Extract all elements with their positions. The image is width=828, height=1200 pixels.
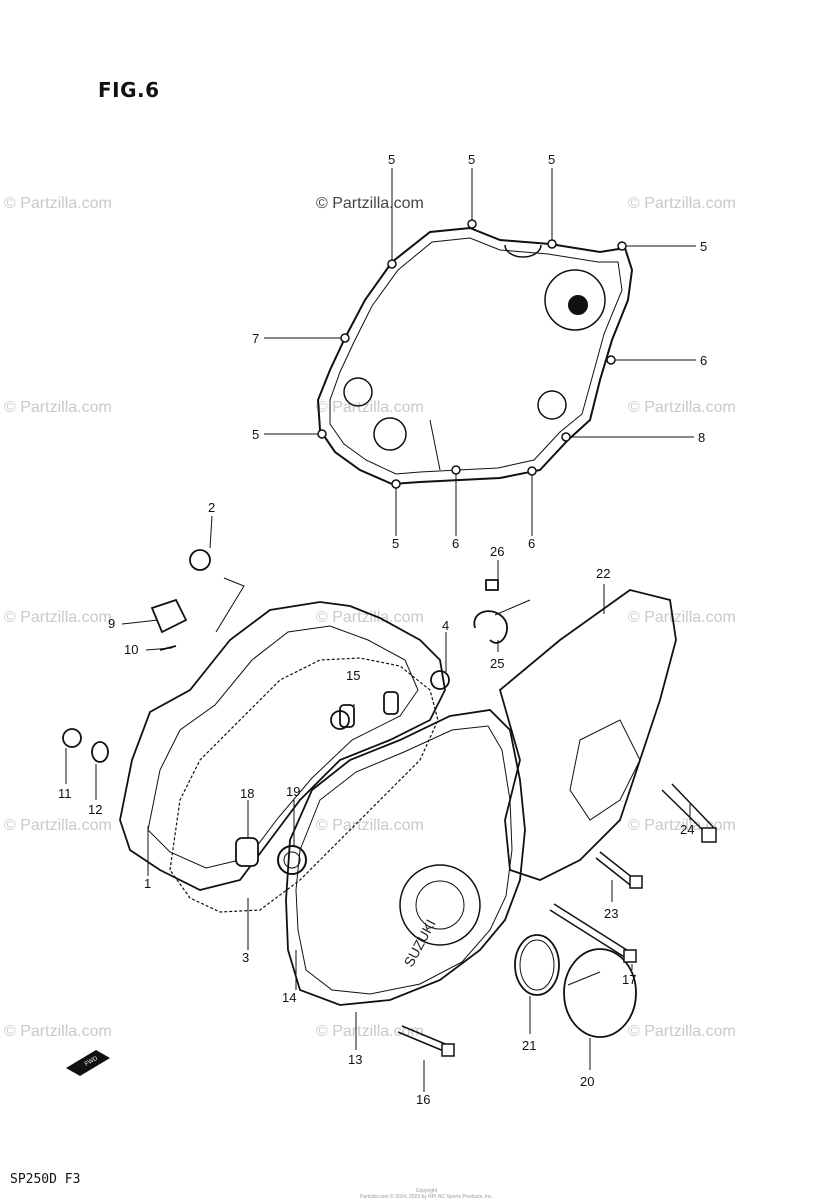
watermark: © Partzilla.com	[4, 195, 112, 212]
callout-6: 6	[700, 353, 707, 368]
callout-12: 12	[88, 802, 102, 817]
callout-5: 5	[700, 239, 707, 254]
callout-1: 1	[144, 876, 151, 891]
callout-5: 5	[388, 152, 395, 167]
callout-13: 13	[348, 1052, 362, 1067]
callout-2: 2	[208, 500, 215, 515]
callout-18: 18	[240, 786, 254, 801]
callout-labels: 5 5 5 5 5 5 6 6 6 7 8 2 9 10 11 12 1 3 1…	[58, 152, 707, 1107]
callout-24: 24	[680, 822, 694, 837]
watermark: © Partzilla.com	[4, 399, 112, 416]
watermark: © Partzilla.com	[628, 399, 736, 416]
callout-4: 4	[442, 618, 449, 633]
cover-brand-text: SUZUKI	[401, 917, 439, 970]
copyright-line: Copyright	[415, 1188, 438, 1194]
upper-leader-lines	[264, 168, 696, 536]
copyright-line: Partzilla.com © 2024, 2023 by RPI NC Spo…	[360, 1194, 493, 1200]
callout-10: 10	[124, 642, 138, 657]
watermark: © Partzilla.com	[316, 399, 424, 416]
lower-leader-lines	[65, 515, 691, 1092]
callout-11: 11	[58, 786, 72, 801]
callout-25: 25	[490, 656, 504, 671]
callout-3: 3	[242, 950, 249, 965]
watermark: © Partzilla.com	[4, 817, 112, 834]
copyright-notice: Copyright Partzilla.com © 2024, 2023 by …	[360, 1188, 493, 1200]
callout-6: 6	[452, 536, 459, 551]
callout-21: 21	[522, 1038, 536, 1053]
watermark: © Partzilla.com	[628, 1023, 736, 1040]
callout-17: 17	[622, 972, 636, 987]
watermark: © Partzilla.com	[316, 195, 424, 212]
callout-16: 16	[416, 1092, 430, 1107]
figure-title: FIG.6	[98, 78, 160, 102]
watermark: © Partzilla.com	[628, 195, 736, 212]
callout-5: 5	[252, 427, 259, 442]
watermark: © Partzilla.com	[628, 609, 736, 626]
callout-19: 19	[286, 784, 300, 799]
callout-22: 22	[596, 566, 610, 581]
callout-9: 9	[108, 616, 115, 631]
callout-5: 5	[392, 536, 399, 551]
callout-6: 6	[528, 536, 535, 551]
crankcase-assembly	[62, 549, 717, 1057]
forward-arrow-icon: FWD	[66, 1050, 110, 1076]
callout-8: 8	[698, 430, 705, 445]
watermark: © Partzilla.com	[316, 609, 424, 626]
callout-14: 14	[282, 990, 296, 1005]
callout-23: 23	[604, 906, 618, 921]
callout-15: 15	[346, 668, 360, 683]
watermark: © Partzilla.com	[4, 609, 112, 626]
watermark: © Partzilla.com	[316, 1023, 424, 1040]
callout-5: 5	[468, 152, 475, 167]
callout-26: 26	[490, 544, 504, 559]
callout-20: 20	[580, 1074, 594, 1089]
model-code: SP250D F3	[10, 1172, 81, 1187]
clutch-cover-gasket	[316, 219, 634, 489]
watermark: © Partzilla.com	[316, 817, 424, 834]
callout-5: 5	[548, 152, 555, 167]
watermark: © Partzilla.com	[4, 1023, 112, 1040]
callout-7: 7	[252, 331, 259, 346]
